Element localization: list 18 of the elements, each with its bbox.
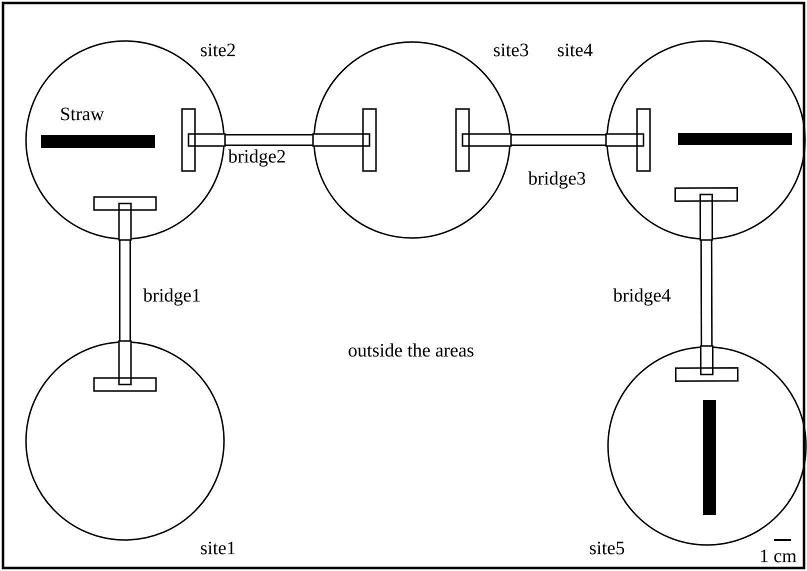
straw-label: Straw xyxy=(61,108,104,120)
site-label: site4 xyxy=(558,44,593,56)
bridge xyxy=(119,240,131,342)
area-label: outside the areas xyxy=(348,343,474,357)
bridge-label: bridge3 xyxy=(527,170,587,190)
scale-label: 1 cm xyxy=(761,550,796,562)
site-label: site3 xyxy=(494,44,528,56)
site-label: site5 xyxy=(590,542,624,554)
bridge xyxy=(700,240,713,346)
bridge-label: bridge1 xyxy=(142,287,202,307)
bridge xyxy=(224,134,314,146)
bridge xyxy=(510,134,606,146)
straw-bar xyxy=(678,133,792,145)
bridge-label: bridge4 xyxy=(612,287,672,307)
site-label: site1 xyxy=(200,542,235,554)
straw-bar xyxy=(703,400,716,515)
bridge-label: bridge2 xyxy=(227,148,287,168)
site-label: site2 xyxy=(200,44,235,56)
